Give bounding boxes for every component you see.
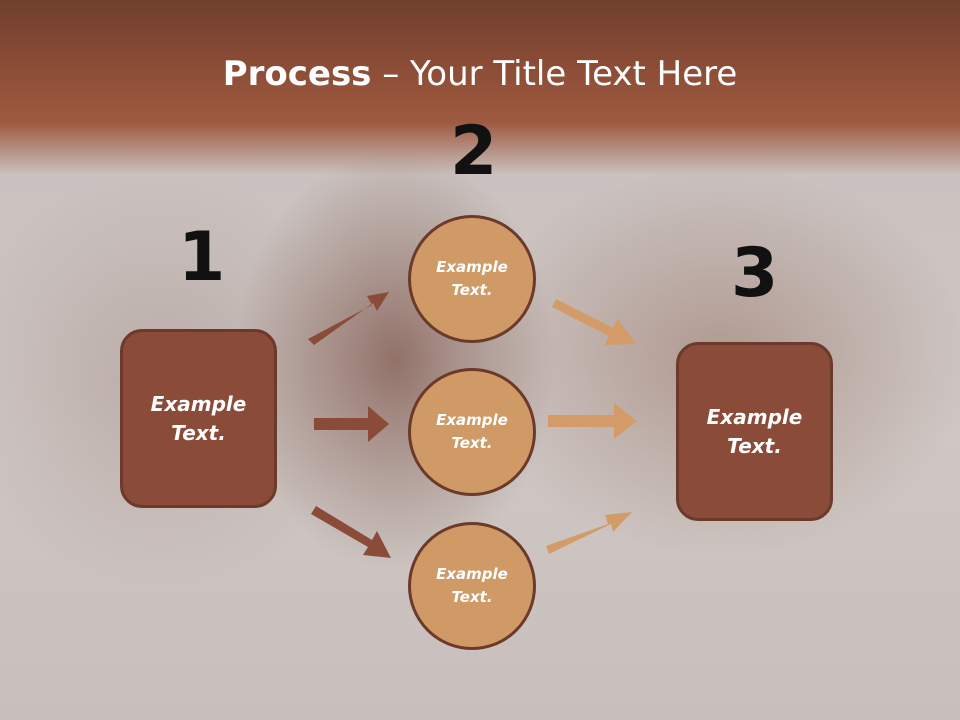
- right-box-line2: Text.: [727, 433, 782, 458]
- step-number-3: 3: [731, 234, 779, 313]
- circle-top-line2: Text.: [451, 281, 493, 299]
- process-circle-top: Example Text.: [408, 215, 536, 343]
- title-band: [0, 0, 960, 175]
- title-bold: Process: [222, 54, 372, 94]
- left-box-line2: Text.: [171, 420, 226, 445]
- circle-top-line1: Example: [436, 258, 508, 276]
- circle-middle-line2: Text.: [451, 434, 493, 452]
- arrow-left-to-top: [308, 292, 389, 345]
- arrow-middle-to-right: [548, 403, 637, 439]
- title-rest: – Your Title Text Here: [371, 54, 738, 94]
- circle-middle-line1: Example: [436, 411, 508, 429]
- step-number-1: 1: [178, 218, 226, 297]
- arrow-left-to-bottom: [311, 506, 391, 558]
- arrow-top-to-right: [552, 299, 636, 345]
- process-box-right: Example Text.: [676, 342, 833, 521]
- process-circle-middle: Example Text.: [408, 368, 536, 496]
- circle-bottom-line2: Text.: [451, 588, 493, 606]
- right-box-line1: Example: [706, 404, 803, 429]
- circle-bottom-line1: Example: [436, 565, 508, 583]
- slide-title: Process – Your Title Text Here: [0, 52, 960, 96]
- process-circle-bottom: Example Text.: [408, 522, 536, 650]
- arrow-left-to-middle: [314, 406, 389, 442]
- process-box-left: Example Text.: [120, 329, 277, 508]
- left-box-line1: Example: [150, 391, 247, 416]
- arrow-bottom-to-right: [546, 512, 632, 554]
- step-number-2: 2: [450, 112, 498, 191]
